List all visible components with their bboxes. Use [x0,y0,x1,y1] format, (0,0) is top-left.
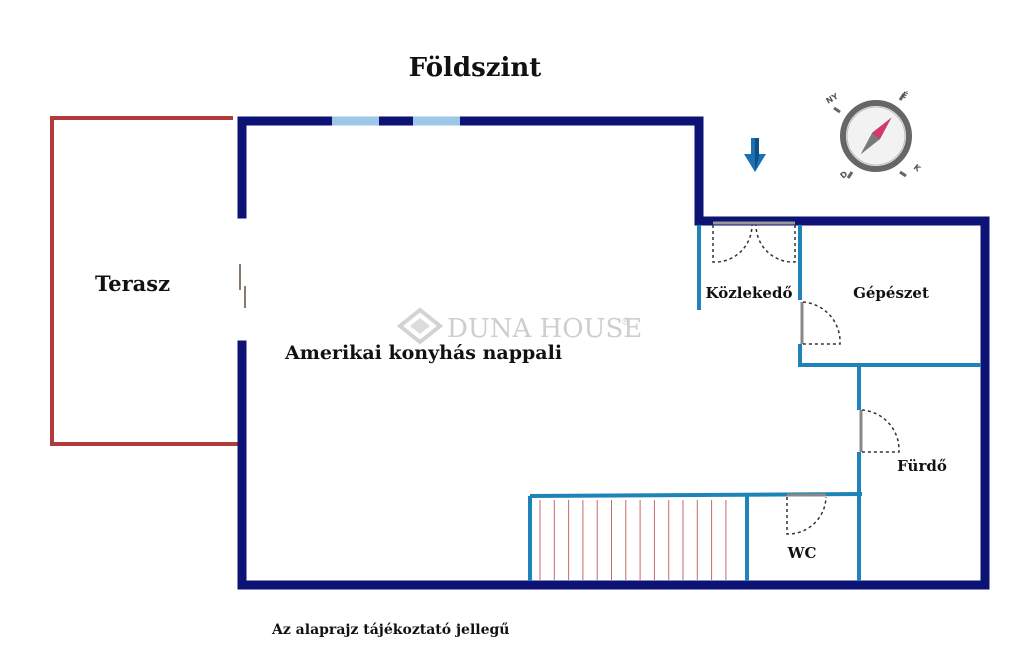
wc-door [786,493,827,535]
entrance-double-door [712,221,796,263]
terrace-door [239,264,246,308]
room-label-hallway: Közlekedő [706,284,793,302]
watermark-registered: ® [621,317,631,328]
disclaimer-note: Az alaprajz tájékoztató jellegű [271,622,509,638]
down-arrow-icon [744,138,766,172]
window-2 [413,116,460,126]
bathroom-door [859,409,900,453]
watermark-brand: DUNA HOUSE [447,314,642,344]
plan-title: Földszint [409,53,542,83]
watermark: DUNA HOUSE ® [396,307,642,345]
room-label-mechanical: Gépészet [853,284,929,302]
window-1 [332,116,379,126]
diamond-logo-icon [396,307,444,345]
mechanical-room-door [800,301,841,345]
compass-label-e: K [912,163,923,174]
outer-walls [237,116,990,590]
room-label-bathroom: Fürdő [897,457,947,475]
compass-label-s: D [839,169,850,180]
compass-label-w: NY [825,92,840,106]
terrace-outline [50,116,240,446]
compass-label-n: É [900,88,910,100]
room-label-living: Amerikai konyhás nappali [284,342,562,364]
compass-icon: NY É K D [825,88,923,180]
stairs [539,500,727,580]
room-label-wc: WC [787,544,817,562]
room-label-terrace: Terasz [95,271,170,296]
